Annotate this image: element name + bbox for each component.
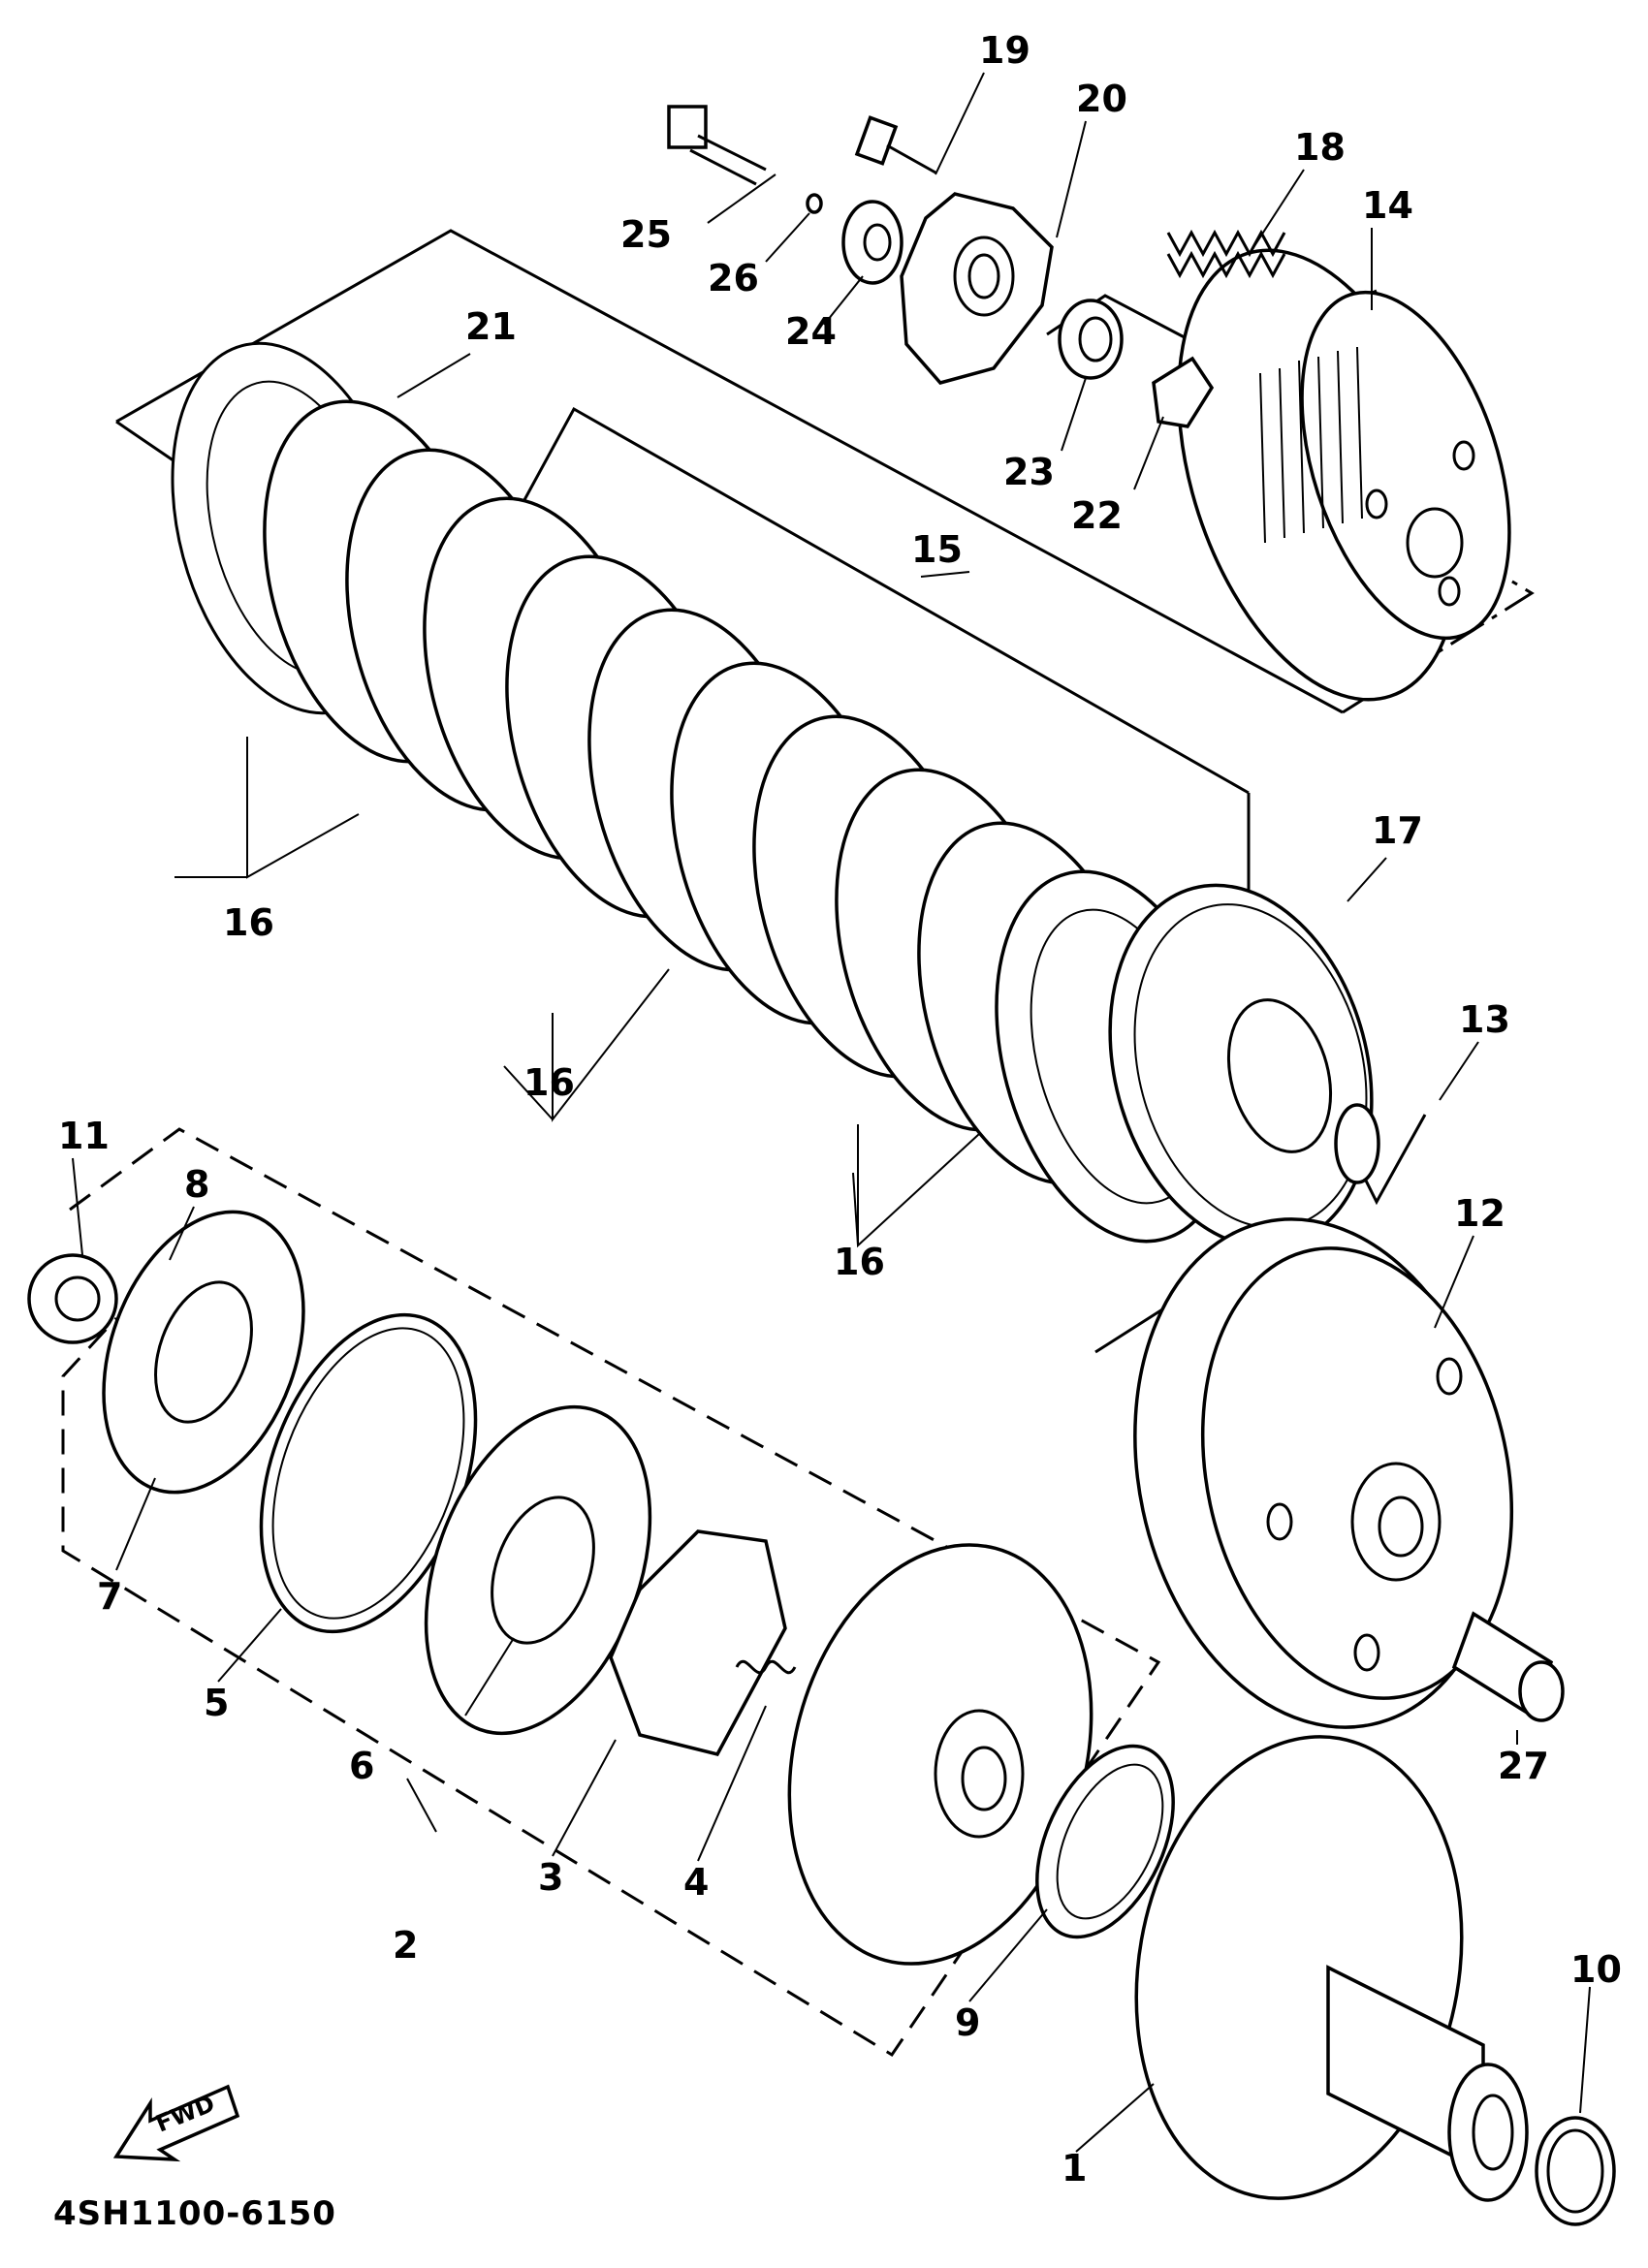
callout-15: 15 (911, 528, 963, 571)
part-pushrod-26 (667, 105, 767, 186)
part-nut-24 (1058, 299, 1124, 380)
callout-26: 25 (620, 213, 672, 256)
callout-labels: 19 20 18 14 25 26 24 21 23 22 15 17 16 1… (58, 29, 1622, 2189)
part-ball-27 (806, 193, 823, 214)
part-spring-4 (735, 1659, 797, 1675)
part-bolt-20 (854, 115, 936, 174)
callout-2: 2 (393, 1924, 418, 1967)
callout-3: 3 (538, 1856, 563, 1899)
callout-19: 18 (1294, 126, 1346, 169)
part-nut-11 (27, 1253, 118, 1344)
forward-direction-arrow: FWD (112, 2084, 240, 2162)
part-bearing-25 (841, 200, 903, 285)
callout-16-upper: 16 (223, 901, 274, 944)
part-washer-10 (1535, 2116, 1616, 2226)
callout-leaders (72, 72, 1591, 2153)
part-pressure-plate-21 (900, 192, 1054, 385)
callout-4: 4 (683, 1861, 709, 1904)
callout-12: 12 (1454, 1192, 1505, 1235)
callout-13: 13 (1459, 998, 1510, 1041)
callout-6: 6 (349, 1745, 374, 1787)
part-plate-18 (1108, 883, 1374, 1249)
callout-22: 21 (465, 305, 517, 348)
callout-25: 24 (785, 310, 837, 353)
part-plate-6 (424, 1404, 652, 1736)
callout-21: 20 (1076, 78, 1127, 120)
part-bearing-9 (1035, 1744, 1175, 1939)
callout-28: 27 (1498, 1745, 1549, 1787)
callout-16-lower: 16 (834, 1241, 885, 1283)
callout-20: 19 (979, 29, 1030, 72)
callout-10: 10 (1570, 1948, 1622, 1991)
part-circlip-13 (1334, 1103, 1380, 1184)
part-washer-23 (1152, 356, 1215, 428)
part-carrier-2 (787, 1543, 1093, 1966)
callout-17: 16 (523, 1061, 575, 1104)
callout-23: 22 (1071, 494, 1123, 537)
part-sleeve-28 (1451, 1611, 1565, 1722)
callout-9: 9 (955, 2001, 980, 2044)
part-plate-7 (102, 1210, 305, 1495)
callout-8: 8 (184, 1163, 209, 1206)
callout-14: 14 (1362, 184, 1413, 227)
drawing-code: 4SH1100-6150 (53, 2194, 336, 2233)
callout-18: 17 (1372, 809, 1423, 852)
part-shoe-3 (609, 1529, 787, 1757)
part-clutch-housing-12 (1133, 1217, 1514, 1729)
part-spring-19 (1166, 229, 1286, 279)
part-clutch-boss (1177, 248, 1511, 702)
callout-24: 23 (1003, 451, 1055, 493)
callout-7: 7 (97, 1575, 122, 1618)
part-clutch-plates (171, 341, 1235, 1244)
part-drive-gear-1 (1134, 1735, 1529, 2202)
callout-1: 1 (1062, 2147, 1087, 2189)
callout-5: 5 (204, 1682, 229, 1724)
callout-27: 26 (708, 257, 759, 299)
callout-11: 11 (58, 1115, 110, 1157)
